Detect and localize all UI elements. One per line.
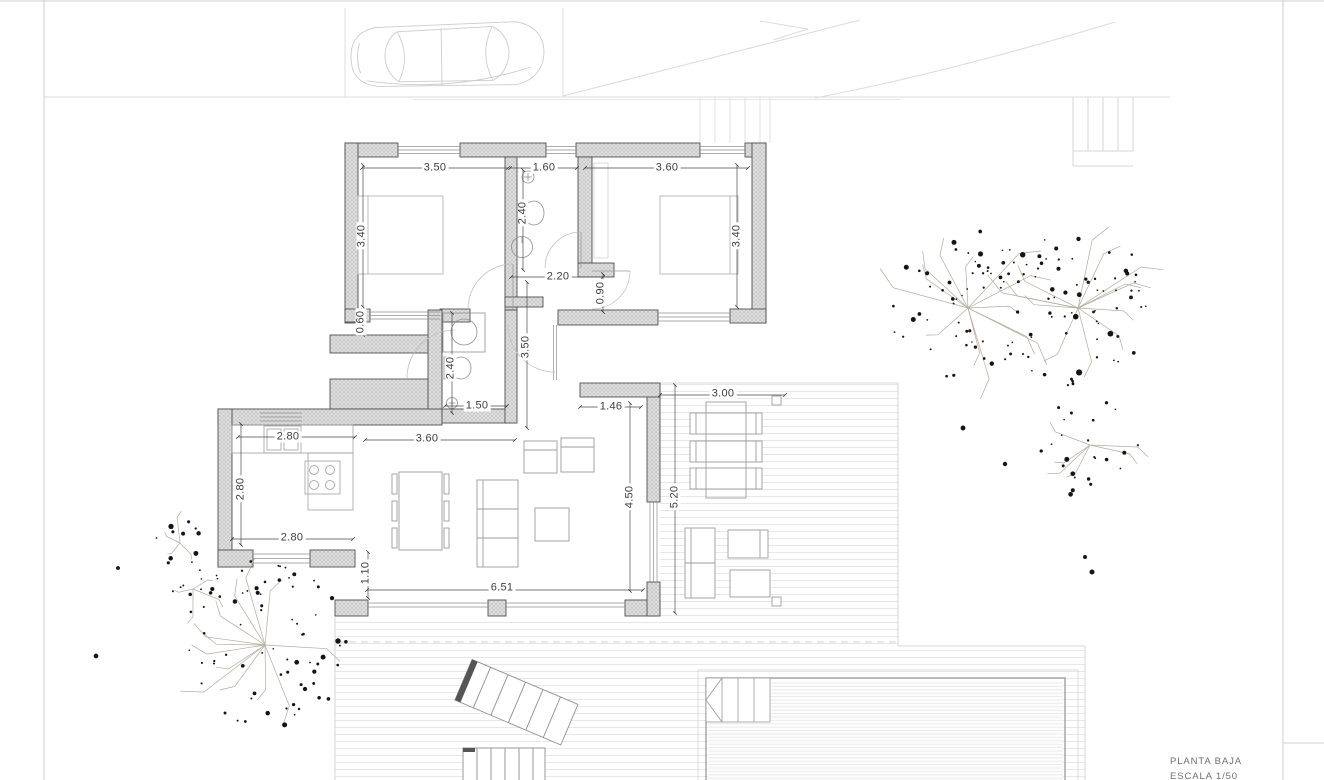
dim-hall-width: 2.20 — [544, 270, 572, 283]
dim-kitchen-side: 2.80 — [234, 475, 247, 503]
kitchen-peninsula — [307, 452, 354, 511]
dim-kitchen-bottom: 2.80 — [278, 531, 306, 544]
dim-wall-return: 0.60 — [354, 308, 367, 336]
plan-scale: ESCALA 1/50 — [1170, 771, 1238, 780]
bathroom-fixtures — [442, 170, 545, 409]
dim-porch-offset: 1.10 — [359, 559, 372, 587]
outdoor-coffee-table — [729, 569, 771, 598]
armchair — [560, 437, 595, 473]
outdoor-dining-table — [705, 401, 747, 499]
swimming-pool — [697, 669, 1079, 780]
trees — [93, 227, 1164, 728]
terrace-furniture — [684, 395, 782, 607]
plan-title: PLANTA BAJA — [1170, 756, 1243, 767]
dim-bath1-width: 1.60 — [530, 161, 558, 174]
dim-hall-height: 3.50 — [519, 333, 532, 361]
dim-terrace-width: 3.00 — [709, 387, 737, 400]
bed-2 — [659, 195, 739, 275]
dim-dining-width: 3.60 — [413, 432, 441, 445]
car-top-view — [350, 21, 545, 87]
wardrobe — [593, 162, 609, 259]
pergola-post — [771, 596, 782, 607]
windows — [253, 146, 745, 608]
dim-bed2-height: 3.40 — [730, 222, 743, 250]
dim-bath2-depth: 2.40 — [444, 354, 457, 382]
pergola-post — [771, 395, 782, 406]
outdoor-armchair — [727, 529, 769, 559]
dim-bed1-height: 3.40 — [355, 222, 368, 250]
sun-lounger-rotated — [454, 658, 579, 746]
dim-bed1-width: 3.50 — [421, 161, 449, 174]
dim-bath2-width: 1.50 — [463, 399, 491, 412]
dim-terrace-depth: 5.20 — [668, 483, 681, 511]
stove-icon — [304, 460, 341, 495]
dim-door-offset: 0.90 — [594, 279, 607, 307]
sun-lounger-bottom — [462, 747, 546, 780]
living-furniture — [391, 437, 595, 568]
dim-bed2-width: 3.60 — [653, 161, 681, 174]
walls — [217, 142, 767, 617]
coffee-table — [534, 507, 570, 542]
pool-steps-icon — [705, 677, 771, 723]
vanity-unit — [442, 312, 486, 353]
site-lines — [44, 8, 1170, 167]
armchair — [523, 440, 558, 474]
bed-1 — [357, 195, 444, 275]
dim-living-width: 6.51 — [488, 581, 516, 594]
dining-table — [398, 471, 443, 551]
dim-kitchen-top: 2.80 — [274, 430, 302, 443]
sofa — [476, 479, 519, 568]
dim-terrace-offset: 1.46 — [597, 400, 625, 413]
dim-living-depth: 4.50 — [623, 483, 636, 511]
door-swings — [406, 231, 631, 379]
dim-bath1-depth: 2.40 — [516, 199, 529, 227]
bedroom-furniture — [357, 162, 739, 275]
